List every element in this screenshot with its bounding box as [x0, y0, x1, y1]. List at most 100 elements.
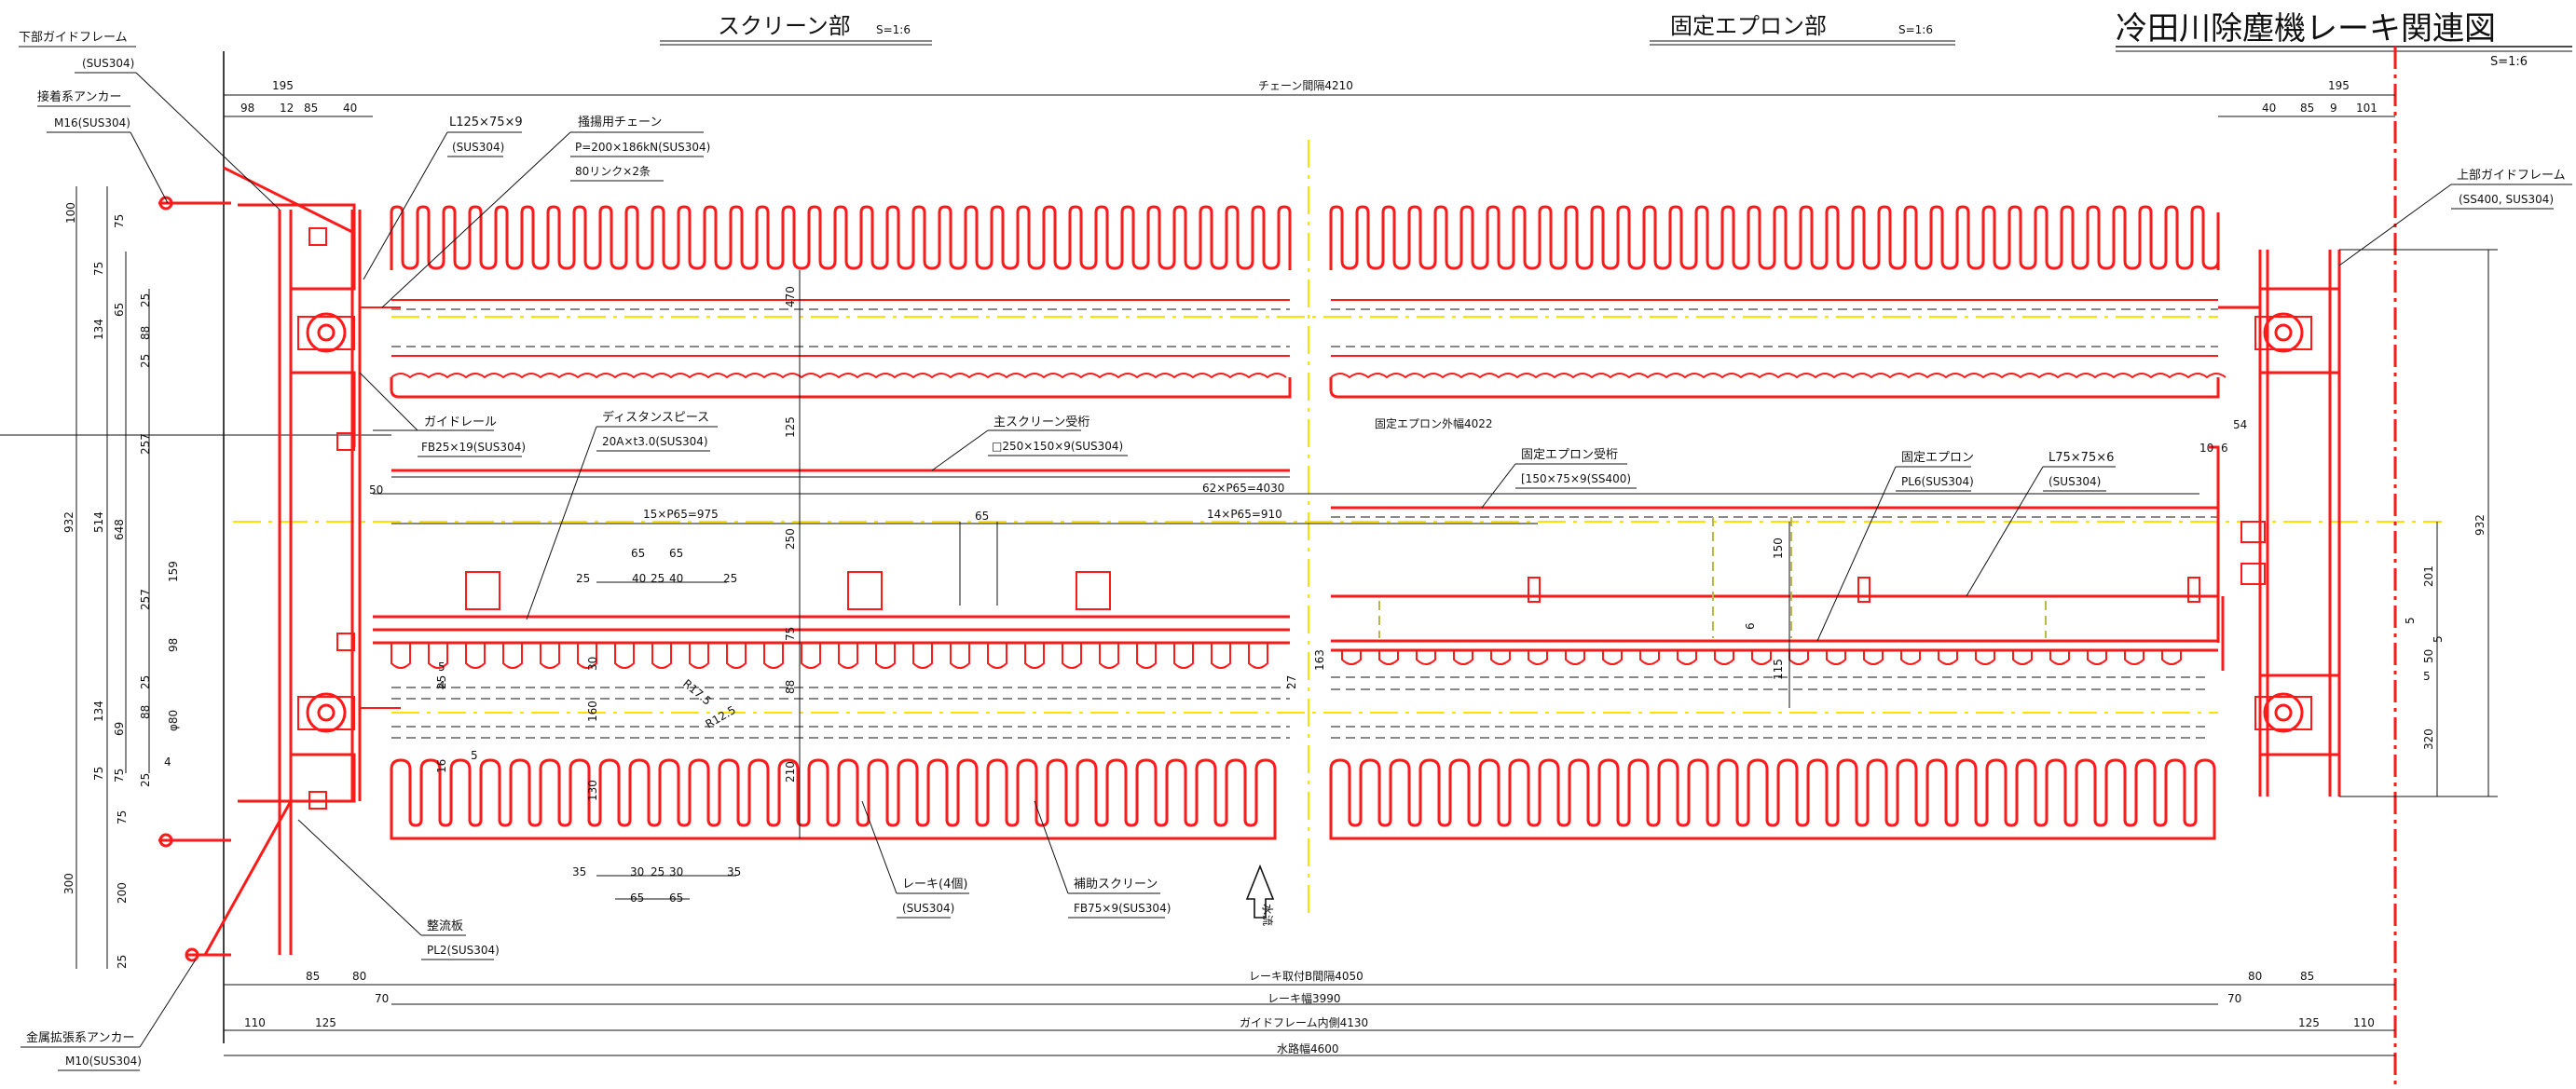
dim-bottom-70l: 70	[375, 992, 389, 1005]
flow-plate-name: 整流板	[427, 919, 463, 933]
section-screen-title: スクリーン部 S=1:6	[660, 13, 932, 46]
mid-rake	[373, 522, 1290, 739]
dim-phi80: φ80	[167, 710, 180, 731]
top-comb-wave-right	[1330, 373, 2227, 379]
right-upper-bearing	[2254, 316, 2312, 350]
rake-name: レーキ(4個)	[902, 878, 967, 892]
dim-left-inner-75b: 75	[113, 769, 126, 783]
dim-top-98: 98	[240, 102, 254, 115]
left-lower-sprocket	[306, 692, 347, 733]
dim-rake-bottom-65a: 65	[630, 892, 644, 905]
dim-right-5: 5	[2404, 617, 2417, 624]
dim-right-5c: 5	[2423, 670, 2431, 683]
dim-right-10: 10	[2199, 442, 2213, 455]
bottom-teeth-right	[1329, 758, 2216, 840]
distance-piece-name: ディスタンスピース	[602, 410, 709, 425]
dim-left-inner2-98: 98	[167, 638, 180, 652]
dim-bottom-125r: 125	[2298, 1016, 2320, 1029]
left-anchor-top-nut	[158, 196, 173, 211]
angle-l125-name: L125×75×9	[449, 116, 523, 129]
dim-left-inner2-4: 4	[164, 755, 171, 769]
dim-small-50: 50	[369, 483, 383, 497]
apron-bolt-2	[1857, 577, 1870, 603]
dim-top-40r: 40	[2262, 102, 2276, 115]
callout-angle-l125: L125×75×9 (SUS304)	[363, 116, 523, 280]
chain-name: 掻揚用チェーン	[578, 115, 662, 129]
dim-left-inner2-257b: 257	[139, 589, 152, 610]
dim-rake-bottom-30: 30	[630, 865, 644, 878]
dim-left-inner2-25b: 25	[139, 354, 152, 368]
dim-center-210: 210	[784, 761, 797, 783]
dim-right-320: 320	[2422, 728, 2435, 750]
apron-width-label: 固定エプロン外幅4022	[1375, 416, 1493, 430]
left-dimensions: 932 300 100 75 134 514 134 75 75 200 25 …	[62, 186, 180, 969]
top-comb-wave-left	[391, 373, 1287, 379]
right-bolt-a	[2240, 521, 2266, 543]
top-rake-bars	[390, 299, 2227, 399]
right-upper-sprocket	[2263, 312, 2304, 353]
dim-rake-bottom-25: 25	[651, 865, 665, 878]
dim-center-125: 125	[784, 416, 797, 438]
dim-top-195r: 195	[2328, 79, 2350, 92]
dim-rake-160: 160	[586, 701, 599, 722]
dim-left-inner-65: 65	[113, 303, 126, 317]
right-upper-sprocket-hub	[2274, 323, 2293, 342]
main-screen-girder	[391, 469, 2218, 598]
right-guide-frame	[2209, 250, 2341, 796]
screen-section-scale: S=1:6	[876, 23, 911, 36]
dim-apron-150: 150	[1772, 538, 1785, 559]
dim-left-932: 932	[62, 511, 75, 533]
dim-bottom-70r: 70	[2227, 992, 2241, 1005]
dim-bottom-80r: 80	[2248, 970, 2262, 983]
callout-upper-guide-frame: 上部ガイドフレーム (SS400, SUS304)	[2338, 169, 2572, 266]
callout-adhesive-anchor: 接着系アンカー M16(SUS304)	[37, 89, 169, 204]
dim-left-75b: 75	[92, 767, 105, 781]
apron-dimensions: 150 6 115	[1744, 522, 1790, 708]
main-screen-girder-name: 主スクリーン受桁	[993, 415, 1089, 429]
rake-leader	[861, 800, 897, 894]
apron-teeth	[1341, 650, 2182, 665]
lower-guide-frame-spec: (SUS304)	[82, 57, 134, 70]
section-apron-title: 固定エプロン部 S=1:6	[1650, 13, 1955, 46]
dim-left-300: 300	[62, 873, 75, 894]
dim-center-250: 250	[784, 528, 797, 550]
angle-l75-spec: (SUS304)	[2048, 475, 2101, 488]
dim-guide-inner: ガイドフレーム内側4130	[1240, 1016, 1368, 1029]
dim-apron-6: 6	[1744, 622, 1757, 630]
fixed-apron-name: 固定エプロン	[1901, 451, 1974, 465]
dim-bottom-110l: 110	[244, 1016, 266, 1029]
left-guide-frame	[158, 51, 401, 1043]
callout-apron-width: 固定エプロン外幅4022	[1375, 416, 1493, 430]
left-bolt-d	[308, 791, 327, 810]
dim-rake-27: 27	[1285, 675, 1298, 689]
dim-apron-115: 115	[1772, 659, 1785, 680]
dim-pitch-15: 15×P65=975	[643, 508, 719, 521]
top-dimensions: チェーン間隔4210 195 98 12 85 40 195 40 85 9 1…	[224, 79, 2395, 117]
fixed-apron	[1331, 517, 2218, 739]
dim-small-25: 25	[435, 675, 448, 689]
dim-rake-width: レーキ幅3990	[1267, 991, 1341, 1005]
dim-left-75c: 75	[116, 810, 129, 824]
dim-left-514: 514	[92, 511, 105, 533]
left-upper-bearing	[297, 316, 355, 350]
guide-rail-leader	[359, 372, 418, 431]
dim-top-9: 9	[2330, 102, 2337, 115]
flow-direction-label: 水流	[1261, 904, 1274, 926]
right-lower-bearing	[2254, 696, 2312, 730]
top-comb-outline-right	[1329, 377, 2220, 399]
dim-left-134b: 134	[92, 701, 105, 722]
bottom-rake-teeth	[390, 758, 2216, 840]
callout-chain: 掻揚用チェーン P=200×186kN(SUS304) 80リンク×2条	[381, 115, 710, 308]
apron-girder-spec: [150×75×9(SS400)	[1521, 472, 1631, 485]
right-dimensions: 10 6 54 932 201 5 50 5 320 5	[2199, 249, 2498, 797]
adhesive-anchor-name: 接着系アンカー	[37, 89, 121, 104]
dim-bottom-85l: 85	[306, 970, 320, 983]
adhesive-anchor-leader	[130, 131, 169, 204]
dim-rake-bottom-30b: 30	[669, 865, 683, 878]
upper-guide-frame-spec: (SS400, SUS304)	[2459, 193, 2554, 206]
dim-rake-top-25c: 25	[723, 572, 737, 585]
dim-rake-bottom-35a: 35	[572, 865, 586, 878]
top-rake-teeth-left	[390, 205, 1292, 270]
right-lower-sprocket-hub	[2274, 703, 2293, 722]
dim-left-inner-69: 69	[113, 722, 126, 736]
